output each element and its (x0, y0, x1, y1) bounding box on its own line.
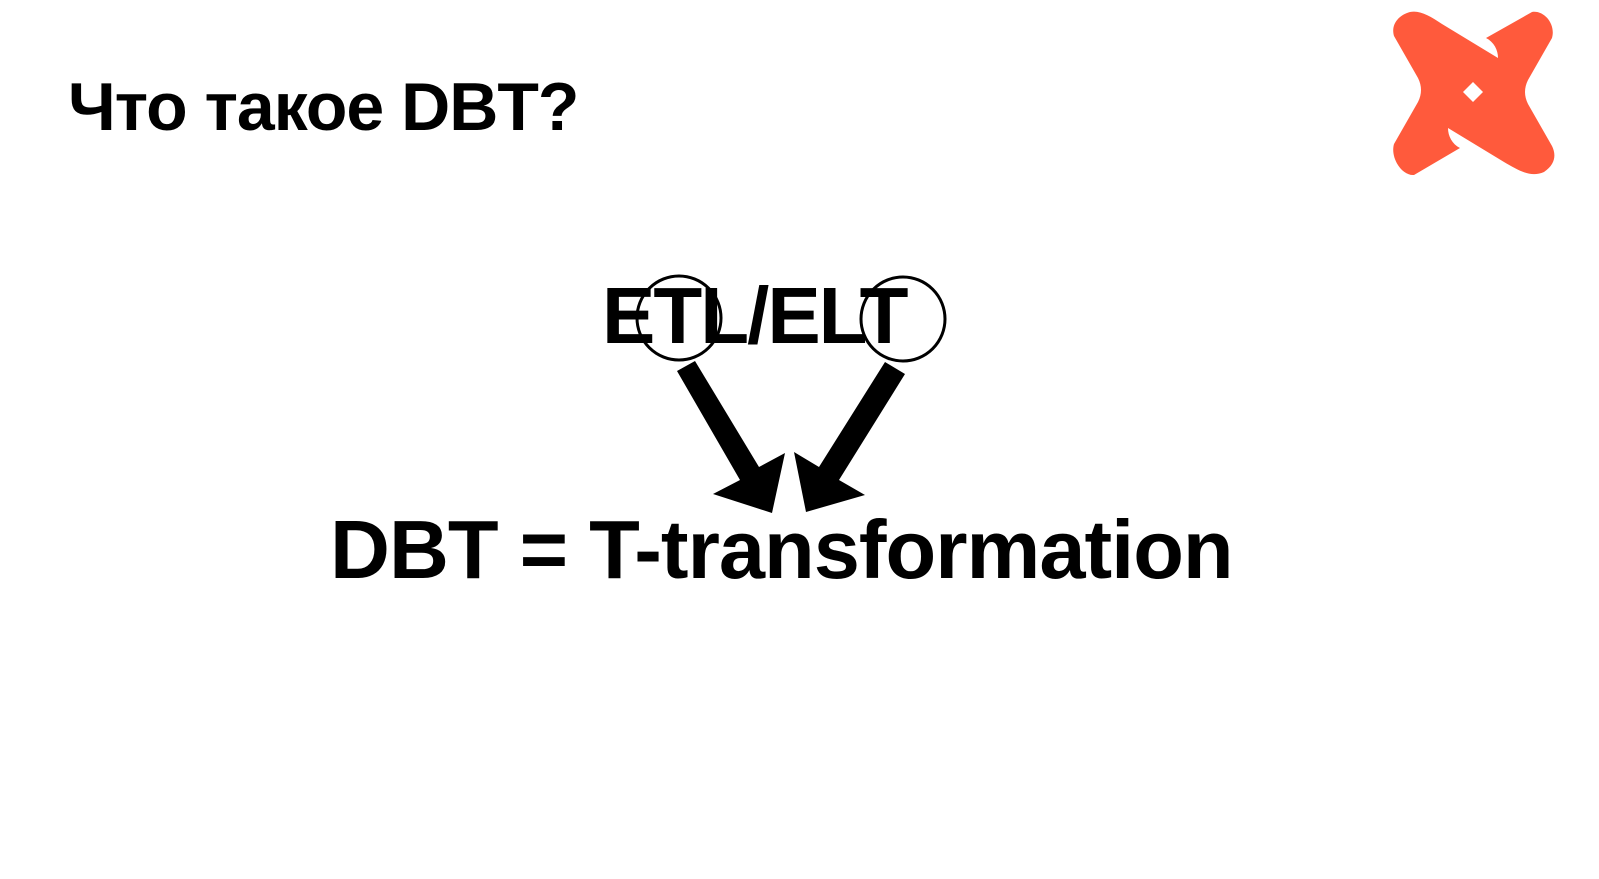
arrow-left-icon (677, 361, 785, 513)
dbt-logo-icon (1393, 11, 1555, 176)
elt-t-highlight-circle (859, 275, 947, 363)
arrow-right-icon (794, 362, 905, 512)
etl-t-highlight-circle (635, 274, 723, 362)
dbt-definition: DBT = T-transformation (330, 503, 1234, 596)
etl-elt-label: ETL/ELT (602, 271, 908, 360)
slide-title: Что такое DBT? (68, 69, 579, 145)
